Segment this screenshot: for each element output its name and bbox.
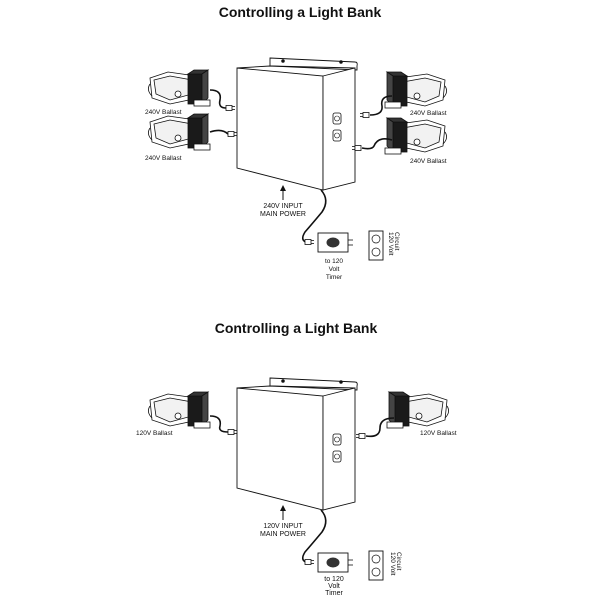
panel-title: Controlling a Light Bank [219,4,382,20]
timer [317,552,353,573]
plug-icon [227,429,235,435]
ballast-body [187,117,203,149]
timer-label: to 120 [324,576,344,583]
ballast-cord [352,138,393,151]
ballast-left-bottom [148,113,211,151]
outlet-icon [332,433,342,446]
ballast-label: 240V Ballast [145,109,182,116]
control-box [236,377,358,511]
timer-label: Timer [325,590,343,597]
ballast-right-bottom [384,117,447,155]
ballast-label: 240V Ballast [410,110,447,117]
ballast-cord [356,417,395,439]
ballast-left-top [148,69,211,107]
ballast-label: 120V Ballast [420,430,457,437]
main-power-cord [301,189,327,245]
input-arrow [280,185,286,200]
ballast-body [187,395,203,427]
plug-icon [304,239,312,245]
control-box [236,57,358,191]
timer-label: Volt [328,583,340,590]
ballast-cord [360,95,393,118]
panel-240v: Controlling a Light Bank [145,4,447,281]
ballast-right [386,391,449,429]
box-front [236,387,324,511]
box-side [322,67,356,191]
ballast-label: 120V Ballast [136,430,173,437]
ballast-cord [209,89,235,111]
plug-icon [225,105,233,111]
circuit-label: 120 Volt [387,232,394,256]
plug-icon [358,433,366,439]
input-label: MAIN POWER [260,211,306,218]
ballast-left [148,391,211,429]
panel-title: Controlling a Light Bank [215,320,378,336]
timer-label: Volt [329,266,340,273]
wall-outlet-120v [368,550,384,581]
timer-dial-icon [326,557,340,568]
plug-icon [362,112,370,118]
ballast-body [392,121,408,153]
ballast-label: 240V Ballast [145,155,182,162]
timer-label: Timer [326,274,343,281]
timer-label: to 120 [325,258,343,265]
main-power-cord [301,509,327,565]
outlet-icon [332,129,342,142]
box-side [322,387,356,511]
plug-icon [304,559,312,565]
circuit-label: Circuit [395,552,402,571]
timer-dial-icon [326,237,340,248]
ballast-label: 240V Ballast [410,158,447,165]
circuit-label: Circuit [393,232,400,251]
input-arrow [280,505,286,520]
ballast-cord [209,129,237,137]
ballast-body [394,395,410,427]
outlet-icon [332,450,342,463]
panel-120v: Controlling a Light Bank [136,320,457,597]
wall-outlet-120v [368,230,384,261]
mounting-flange [269,377,358,391]
plug-icon [227,131,235,137]
mounting-flange [269,57,358,71]
ballast-cord [209,415,237,435]
circuit-label: 120 Volt [389,552,396,576]
ballast-body [187,73,203,105]
outlet-icon [332,112,342,125]
ballast-body [392,75,408,107]
input-label: 120V INPUT [263,523,303,530]
input-label: MAIN POWER [260,531,306,538]
timer [317,232,353,253]
box-front [236,67,324,191]
ballast-right-top [384,71,447,109]
plug-icon [354,145,362,151]
input-label: 240V INPUT [263,203,303,210]
